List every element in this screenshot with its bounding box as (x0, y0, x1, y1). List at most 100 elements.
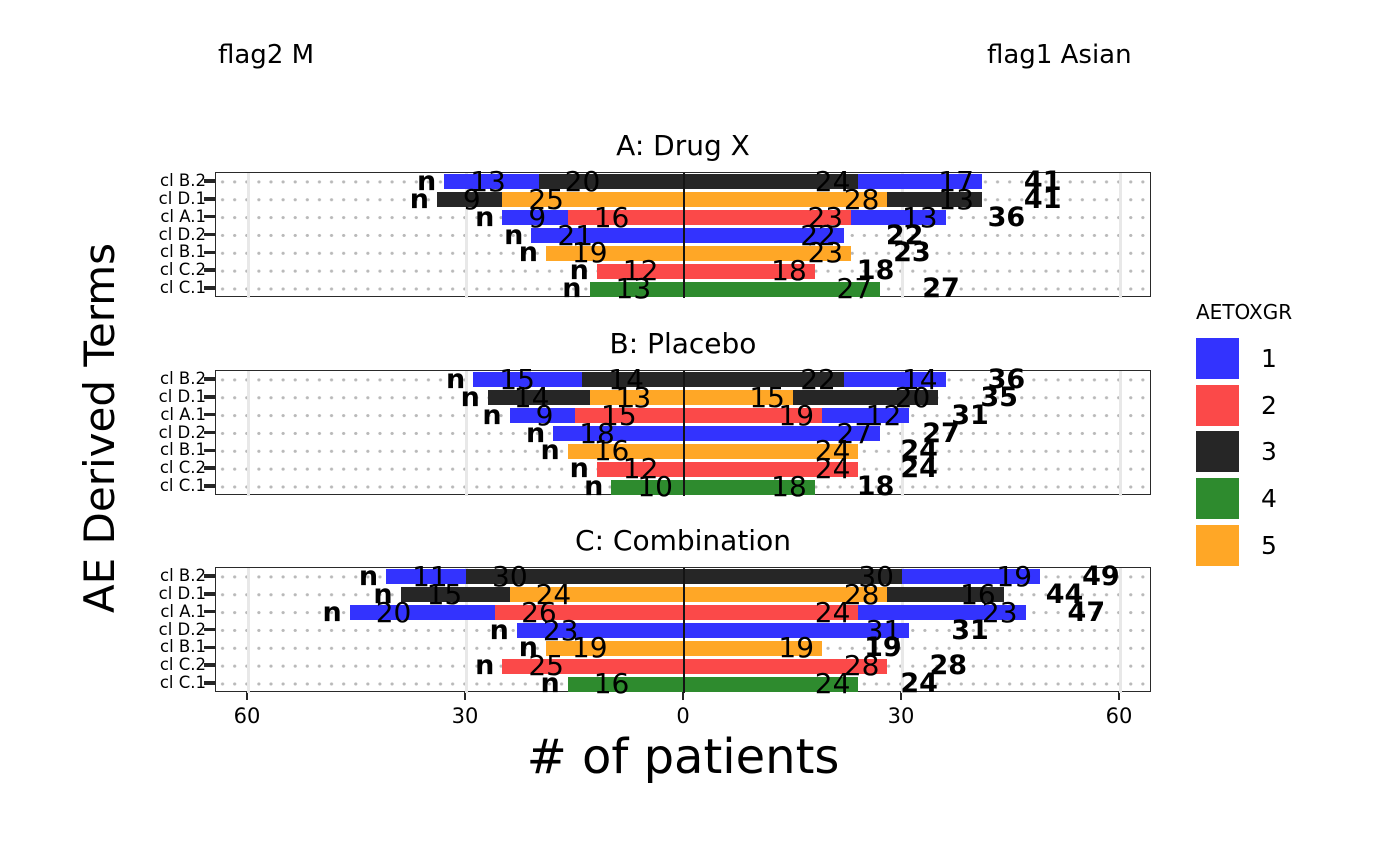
segment-value-label: 24 (814, 452, 851, 486)
category-label: cl A.1 (160, 206, 206, 226)
gridline (1118, 371, 1122, 496)
row-total-label: 24 (900, 668, 938, 700)
n-label: n (584, 471, 604, 503)
segment-value-label: 23 (807, 236, 844, 270)
bar-segment-grade-1 (822, 408, 910, 424)
y-tick (204, 448, 215, 453)
gridline (246, 371, 250, 496)
x-tick (463, 692, 467, 700)
bar-segment-grade-5 (684, 443, 859, 459)
row-total-label: 41 (1023, 183, 1062, 215)
y-tick (204, 430, 215, 435)
gridline (464, 568, 468, 693)
top-left-flag-label: flag2 M (218, 40, 315, 70)
bar-segment-grade-3 (436, 192, 503, 208)
segment-value-label: 20 (564, 164, 601, 198)
bar-segment-grade-4 (567, 676, 684, 692)
bar-segment-grade-3 (466, 569, 684, 585)
legend-swatch-5 (1196, 524, 1239, 566)
segment-value-label: 20 (894, 380, 931, 414)
category-label: cl B.1 (160, 440, 206, 460)
category-label: cl C.1 (159, 673, 206, 693)
x-tick (681, 692, 685, 700)
bar-segment-grade-5 (684, 390, 793, 406)
bar-segment-grade-1 (858, 174, 982, 190)
segment-value-label: 17 (938, 164, 974, 198)
legend-swatch-3 (1196, 431, 1239, 473)
segment-value-label: 15 (499, 362, 535, 396)
n-label: n (409, 183, 429, 215)
legend-entry: 1 (1196, 338, 1277, 379)
row-total-label: 41 (1023, 165, 1062, 197)
bar-segment-grade-1 (509, 408, 575, 424)
segment-value-label: 16 (593, 667, 630, 701)
segment-value-label: 15 (426, 577, 463, 611)
row-total-label: 49 (1082, 560, 1120, 592)
category-label: cl A.1 (160, 404, 206, 424)
segment-value-label: 28 (843, 577, 880, 611)
y-tick (204, 627, 215, 632)
y-tick (204, 232, 215, 237)
bar-segment-grade-3 (538, 174, 684, 190)
x-tick (899, 692, 903, 700)
segment-value-label: 10 (637, 470, 673, 504)
segment-value-label: 13 (470, 164, 506, 198)
category-label: cl D.2 (158, 619, 206, 639)
bar-segment-grade-1 (684, 426, 881, 441)
n-label: n (569, 255, 589, 287)
bar-segment-grade-2 (684, 658, 888, 674)
segment-value-label: 13 (938, 182, 974, 216)
gridline (1118, 568, 1122, 693)
n-label: n (518, 632, 538, 664)
segment-value-label: 19 (778, 631, 815, 665)
bar-segment-grade-3 (684, 174, 859, 190)
y-tick (204, 250, 215, 255)
row-total-label: 19 (864, 632, 902, 664)
bar-segment-grade-1 (553, 426, 684, 441)
segment-value-label: 19 (996, 559, 1033, 593)
n-label: n (482, 399, 502, 431)
legend-entry: 3 (1196, 431, 1277, 473)
bar-segment-grade-2 (684, 263, 815, 279)
y-tick (204, 412, 215, 417)
row-total-label: 28 (929, 650, 968, 682)
segment-value-label: 31 (865, 613, 902, 647)
bar-segment-grade-1 (684, 228, 844, 243)
row-total-label: 36 (987, 201, 1026, 233)
segment-value-label: 30 (858, 559, 894, 593)
segment-value-label: 12 (865, 398, 902, 432)
row-total-label: 23 (893, 237, 931, 269)
segment-value-label: 9 (535, 398, 554, 432)
row-total-label: 18 (856, 255, 895, 287)
segment-value-label: 24 (814, 164, 851, 198)
y-tick (204, 663, 215, 667)
legend-swatch-2 (1196, 384, 1239, 426)
legend-entry-label: 4 (1261, 484, 1277, 514)
bar-segment-grade-2 (502, 658, 684, 674)
gridline (900, 173, 904, 298)
segment-value-label: 14 (901, 362, 938, 396)
bar-segment-grade-1 (843, 372, 946, 388)
segment-value-label: 23 (542, 613, 579, 647)
n-label: n (489, 614, 509, 646)
segment-value-label: 24 (535, 577, 572, 611)
row-total-label: 31 (951, 399, 989, 431)
bar-segment-grade-3 (793, 390, 939, 406)
category-label: cl D.1 (158, 188, 206, 208)
bar-segment-grade-1 (531, 228, 684, 243)
bar-segment-grade-1 (473, 372, 583, 388)
category-label: cl D.2 (158, 224, 206, 244)
n-label: n (504, 219, 524, 251)
segment-value-label: 16 (960, 577, 996, 611)
bar-segment-grade-5 (684, 245, 852, 261)
segment-value-label: 16 (593, 200, 630, 234)
legend-entry-label: 3 (1261, 437, 1277, 467)
legend-title: AETOXGR (1196, 300, 1293, 324)
panel-title: C: Combination (575, 524, 791, 557)
bar-segment-grade-2 (575, 408, 684, 424)
n-label: n (562, 273, 582, 305)
segment-value-label: 28 (843, 182, 880, 216)
category-label: cl D.1 (158, 386, 206, 406)
y-tick (204, 268, 215, 272)
x-tick-label: 60 (233, 704, 261, 728)
